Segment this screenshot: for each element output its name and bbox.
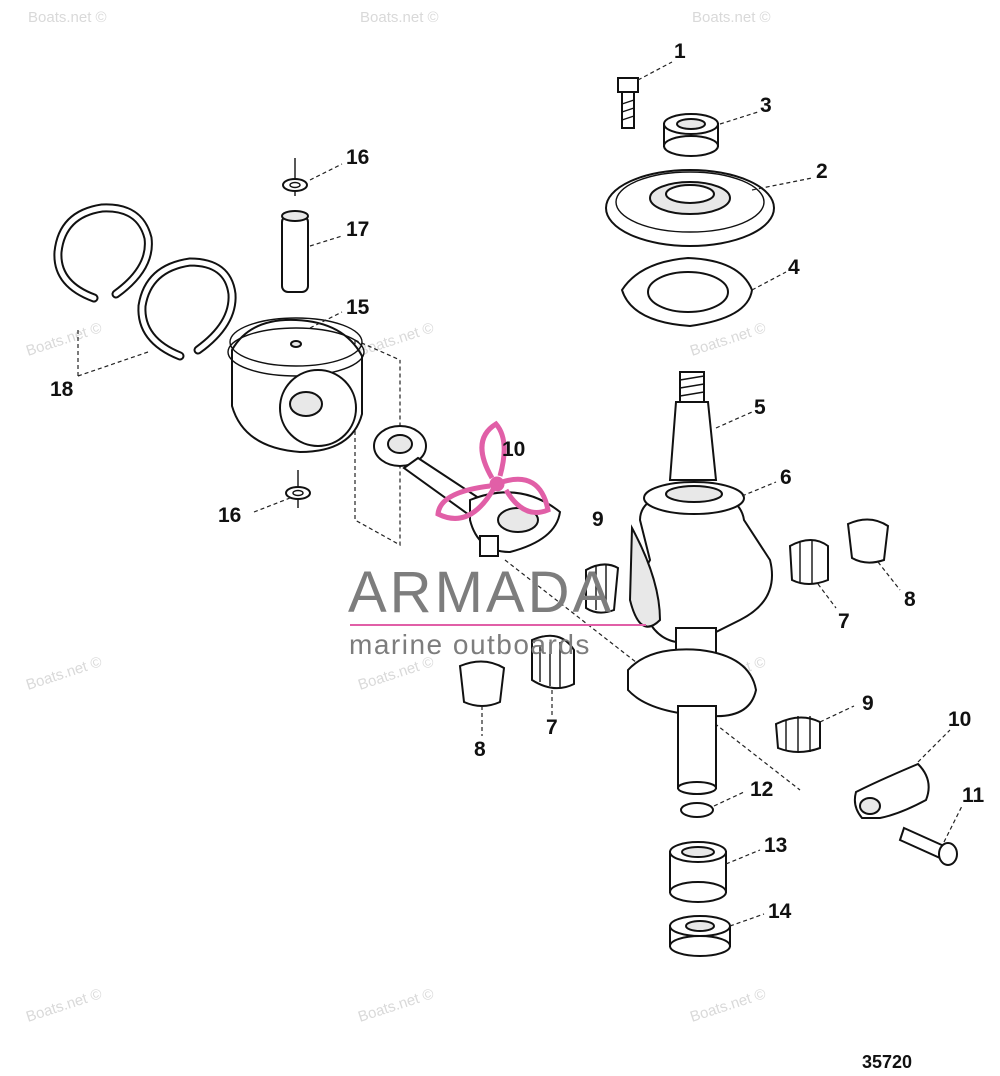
watermark: Boats.net © — [28, 9, 107, 26]
armada-brand-logo: ARMADA marine outboards — [348, 420, 646, 660]
callout-7: 7 — [838, 610, 850, 633]
callout-2: 2 — [816, 160, 828, 183]
callout-4: 4 — [788, 256, 800, 279]
callout-6: 6 — [780, 466, 792, 489]
part-bearing-race-8-right — [846, 518, 890, 564]
callout-5: 5 — [754, 396, 766, 419]
part-needle-bearing-7-right — [788, 539, 829, 585]
callout-9: 9 — [862, 692, 874, 715]
part-needle-bearing-7-mid — [585, 563, 620, 614]
callout-3: 3 — [760, 94, 772, 117]
part-circlip-16-bottom — [285, 470, 311, 508]
part-gasket-4 — [620, 256, 754, 328]
callout-16: 16 — [346, 146, 369, 169]
watermark: Boats.net © — [356, 985, 436, 1025]
callout-10: 10 — [948, 708, 971, 731]
part-bearing-race-8-left — [458, 660, 506, 707]
callout-13: 13 — [764, 834, 787, 857]
callout-7: 7 — [546, 716, 558, 739]
propeller-icon — [435, 420, 551, 521]
part-piston-rings-18 — [53, 203, 237, 361]
callout-8: 8 — [474, 738, 486, 761]
callout-8: 8 — [904, 588, 916, 611]
part-seal-3 — [663, 113, 719, 157]
part-needle-bearing-9-lower — [774, 716, 821, 753]
part-piston-15 — [227, 317, 365, 454]
brand-divider — [350, 624, 646, 626]
part-bolt-1 — [617, 77, 639, 129]
brand-name: ARMADA — [348, 560, 614, 625]
brand-tagline: marine outboards — [349, 629, 591, 660]
callout-10: 10 — [502, 438, 525, 461]
part-crankshaft-5 — [627, 371, 773, 795]
part-rod-bolt-11 — [898, 826, 958, 866]
part-seal-14 — [669, 915, 731, 957]
callout-12: 12 — [750, 778, 773, 801]
watermark: Boats.net © — [356, 319, 436, 359]
watermark: Boats.net © — [692, 9, 771, 26]
part-washer-12 — [680, 802, 714, 818]
watermark: Boats.net © — [360, 9, 439, 26]
callout-15: 15 — [346, 296, 370, 319]
leader-lines — [77, 61, 963, 927]
centerline-dash — [504, 559, 801, 791]
watermark: Boats.net © — [688, 985, 768, 1025]
part-wrist-pin-17 — [281, 210, 309, 293]
part-rod-cap-10 — [853, 762, 930, 819]
callout-17: 17 — [346, 218, 369, 241]
callout-11: 11 — [962, 784, 985, 807]
part-end-cap-2 — [605, 169, 775, 247]
callout-labels: 1 3 2 4 16 17 15 18 16 10 5 6 9 7 8 7 8 … — [50, 40, 985, 923]
callout-9: 9 — [592, 508, 604, 531]
callout-1: 1 — [674, 40, 686, 63]
watermark: Boats.net © — [24, 319, 104, 359]
figure-number: 35720 — [862, 1052, 912, 1072]
callout-14: 14 — [768, 900, 792, 923]
watermark: Boats.net © — [24, 985, 104, 1025]
callout-16: 16 — [218, 504, 241, 527]
part-main-bearing-6 — [643, 481, 745, 515]
part-roller-bearing-13 — [669, 841, 727, 903]
callout-18: 18 — [50, 378, 74, 401]
part-circlip-16-top — [282, 158, 308, 196]
part-needle-bearing-7-left — [531, 634, 575, 690]
watermark: Boats.net © — [24, 653, 104, 693]
